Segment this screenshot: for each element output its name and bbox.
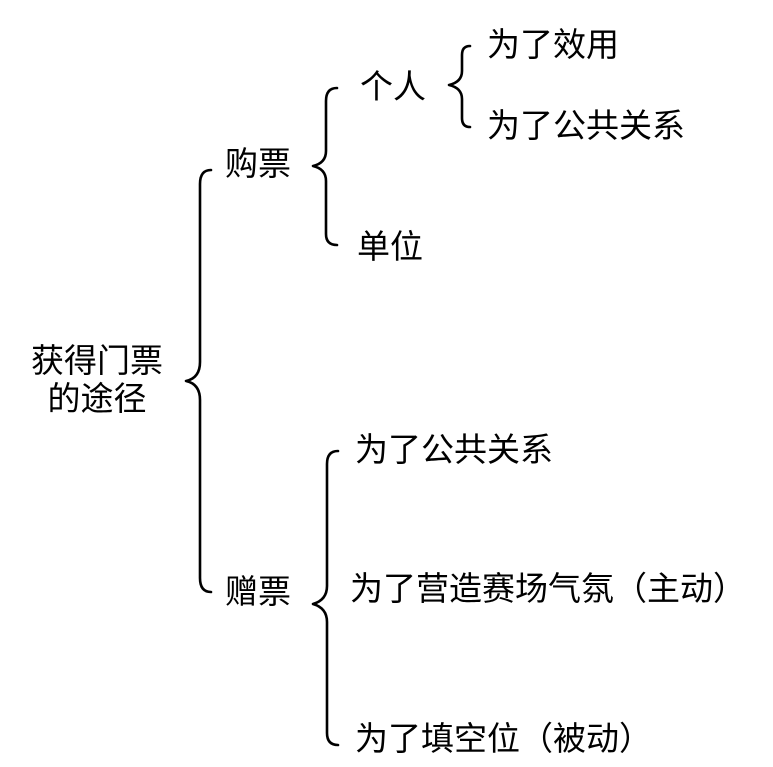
individual-node: 个人 [360,67,426,106]
for-public-relations-node: 为了公共关系 [487,106,685,145]
gift-fill-seats-node: 为了填空位（被动） [355,719,652,758]
buy-brace [311,86,339,247]
root-label: 获得门票 的途径 [24,342,170,418]
gift-atmosphere-node: 为了营造赛场气氛（主动） [350,569,746,608]
gift-public-relations-node: 为了公共关系 [355,430,553,469]
root-brace [184,168,213,594]
for-utility-node: 为了效用 [487,25,619,64]
gift-ticket-node: 赠票 [225,572,291,611]
buy-ticket-node: 购票 [225,144,291,183]
gift-brace [311,449,340,747]
root-label-line1: 获得门票 [31,341,163,380]
unit-node: 单位 [357,227,423,266]
individual-brace [447,44,472,129]
root-label-line2: 的途径 [47,379,147,418]
